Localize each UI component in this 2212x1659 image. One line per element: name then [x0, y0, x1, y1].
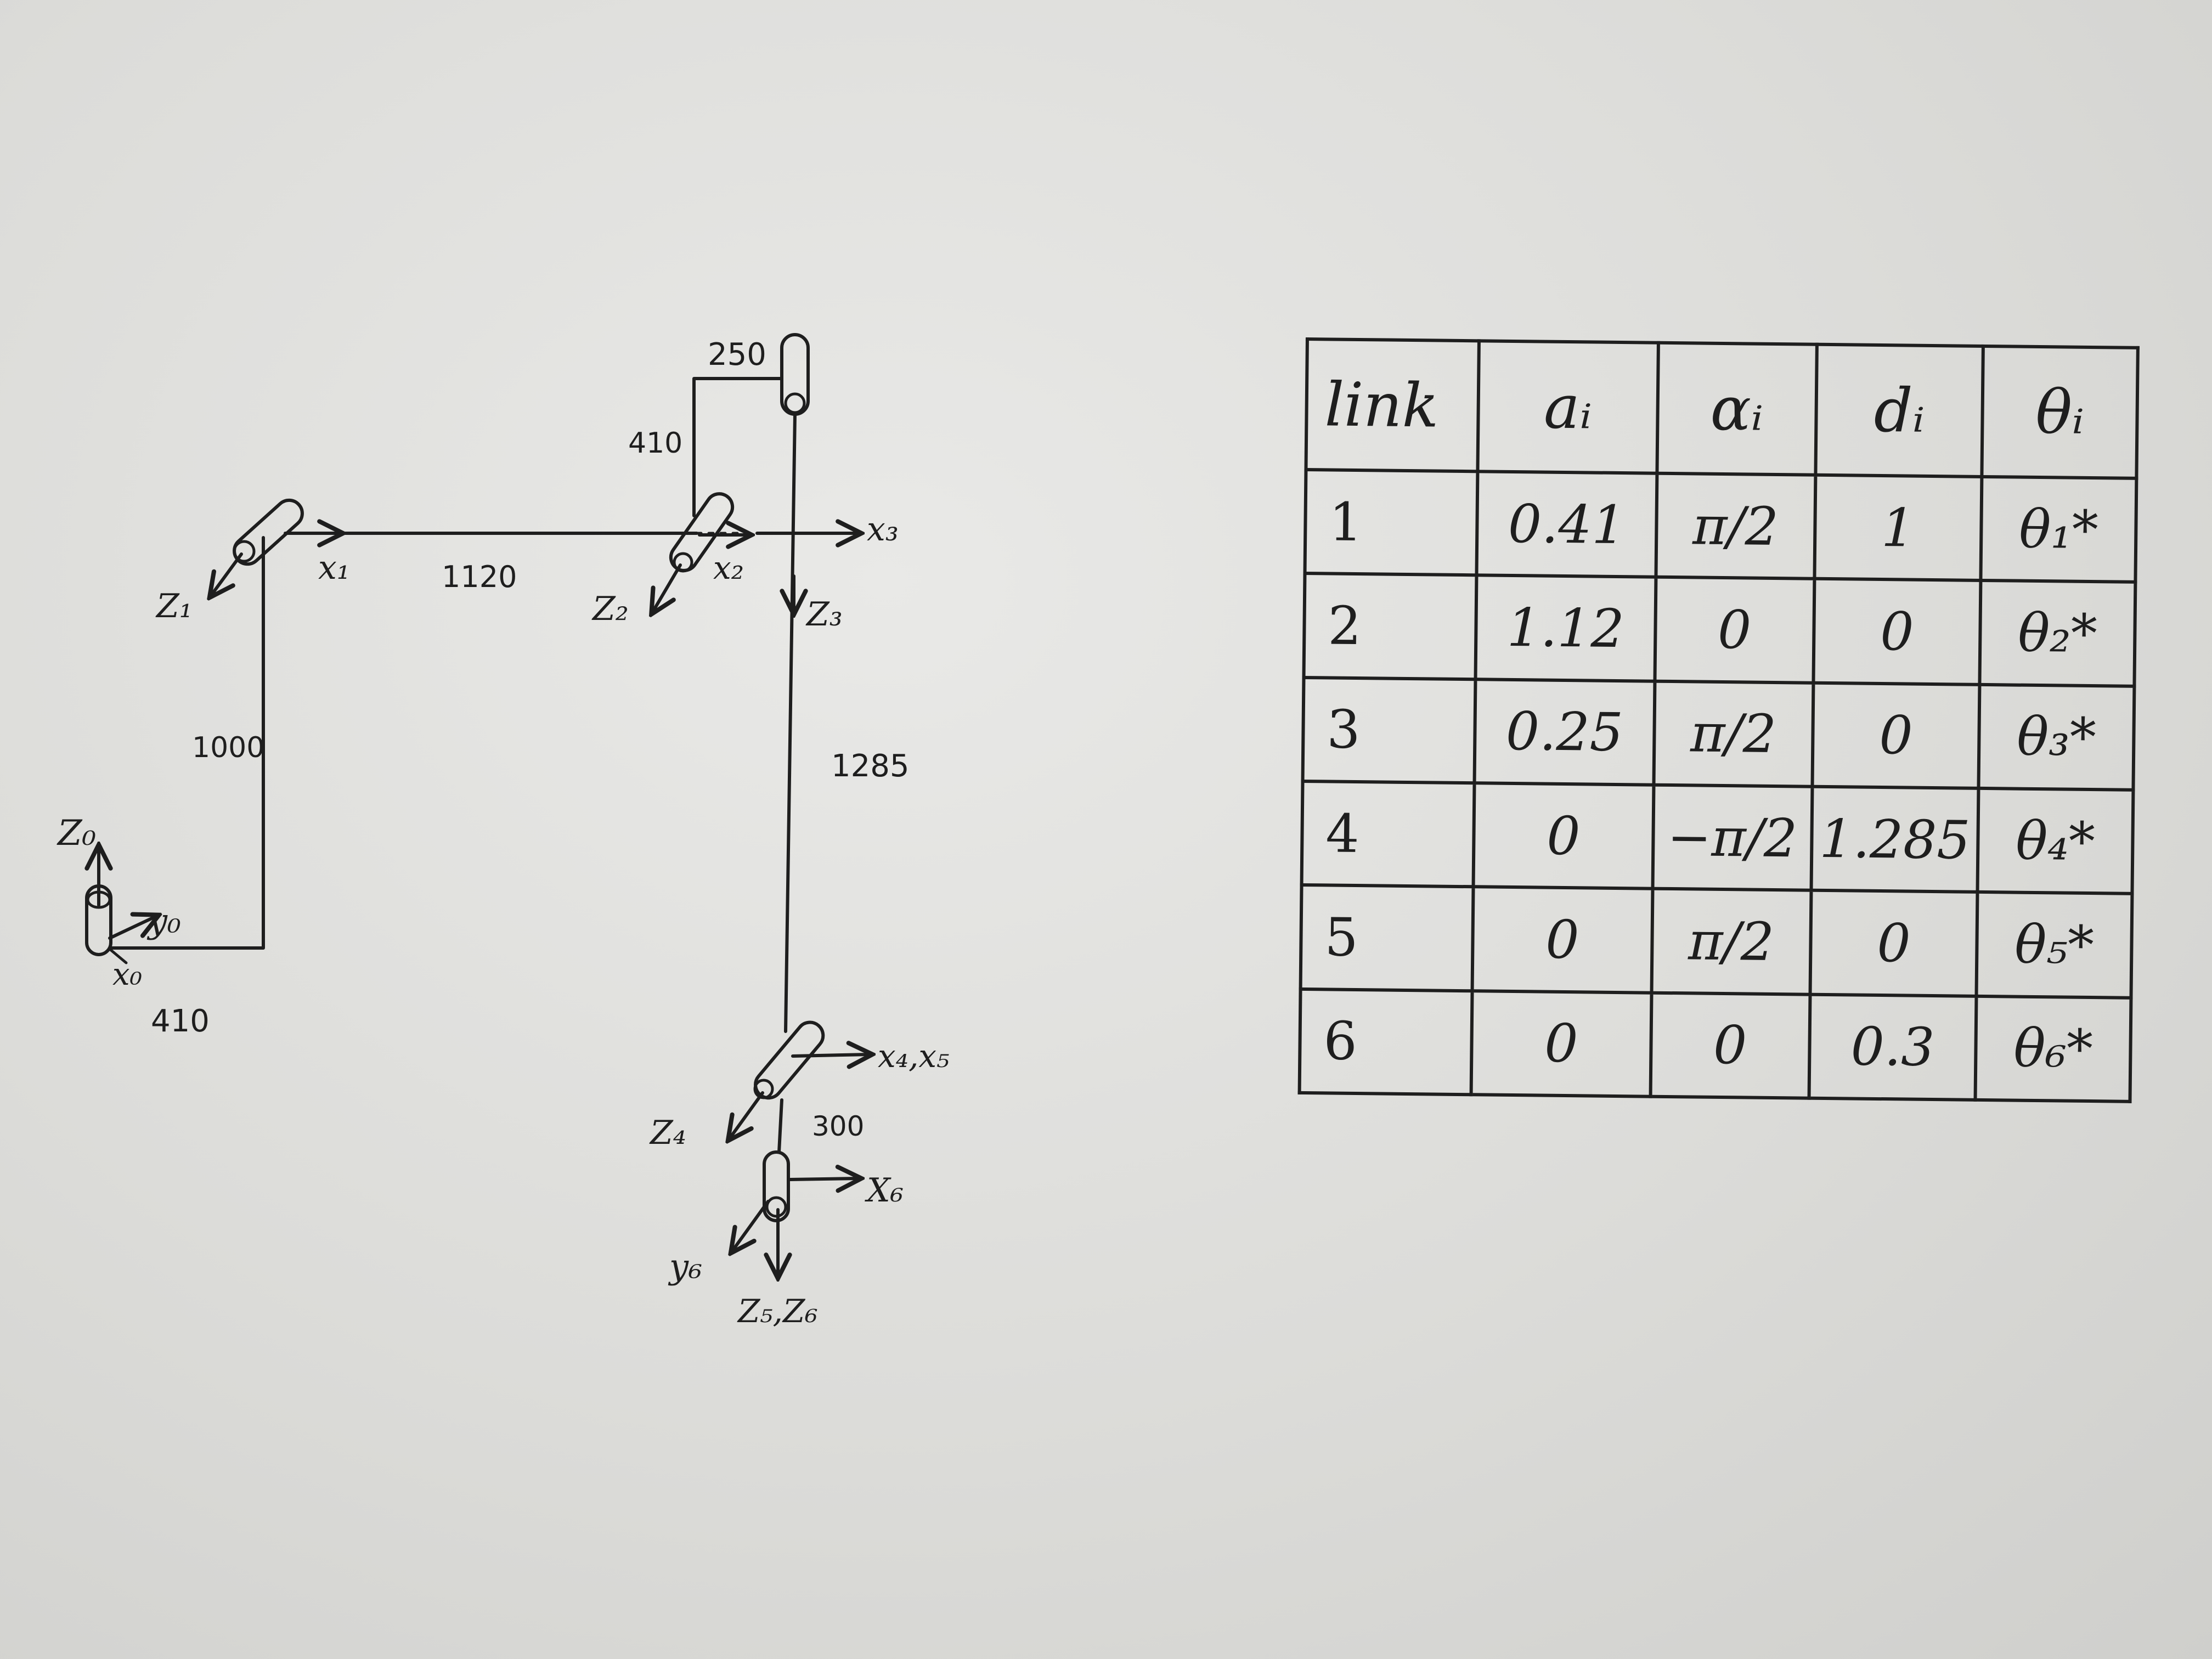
dim-410-base: 410 — [151, 1003, 210, 1039]
z0-label: Z₀ — [57, 813, 96, 854]
cell-alpha: 0 — [1655, 577, 1815, 683]
table-row: 1 0.41 π/2 1 θ₁* — [1305, 470, 2137, 583]
y0-axis — [108, 916, 156, 940]
cell-d: 0 — [1810, 890, 1978, 996]
cell-d: 0.3 — [1809, 994, 1977, 1100]
z2-label: Z₂ — [591, 590, 629, 628]
cell-link: 1 — [1305, 470, 1478, 575]
cell-d: 1 — [1814, 475, 1982, 581]
x1-label: x₁ — [318, 549, 350, 587]
x2-label: x₂ — [713, 549, 744, 586]
x4x5-axis — [791, 1054, 870, 1056]
cell-alpha: −π/2 — [1652, 785, 1813, 891]
header-alpha: αᵢ — [1657, 342, 1817, 475]
cell-link: 5 — [1300, 885, 1474, 991]
y6-label: y₆ — [668, 1246, 702, 1286]
x4x5-label: x₄,x₅ — [878, 1037, 949, 1075]
cell-theta: θ₆* — [1975, 996, 2131, 1102]
z1-axis — [211, 552, 243, 595]
link-forearm: Z₃ 1285 — [786, 413, 910, 1033]
cell-alpha: π/2 — [1656, 473, 1816, 579]
cell-link: 3 — [1302, 677, 1476, 783]
joint-2: Z₂ x₂ x₃ — [591, 492, 899, 628]
cell-link: 2 — [1304, 573, 1477, 679]
dim-1285: 1285 — [831, 748, 910, 784]
cell-theta: θ₃* — [1978, 684, 2135, 790]
z2-axis — [653, 563, 682, 612]
header-theta: θᵢ — [1982, 346, 2138, 478]
z4-label: Z₄ — [649, 1114, 686, 1152]
joint-0-base: Z₀ y₀ x₀ — [57, 813, 181, 992]
dh-parameter-table: link aᵢ αᵢ dᵢ θᵢ 1 0.41 π/2 1 θ₁* 2 1.12… — [1298, 337, 2140, 1103]
cell-alpha: π/2 — [1654, 681, 1814, 787]
table-header-row: link aᵢ αᵢ dᵢ θᵢ — [1306, 339, 2138, 478]
dim-1120: 1120 — [442, 560, 517, 594]
table-row: 2 1.12 0 0 θ₂* — [1304, 573, 2136, 686]
table-row: 3 0.25 π/2 0 θ₃* — [1302, 677, 2135, 790]
dim-1000: 1000 — [192, 731, 264, 764]
x0-axis — [108, 947, 128, 964]
table-row: 5 0 π/2 0 θ₅* — [1300, 885, 2132, 998]
joint-6: X₆ y₆ Z₅,Z₆ — [668, 1098, 904, 1330]
x3-label: x₃ — [867, 510, 899, 549]
link-base: 410 1000 — [108, 536, 265, 1039]
cell-a: 0.25 — [1474, 679, 1655, 785]
cell-a: 0 — [1473, 783, 1654, 889]
cell-d: 0 — [1813, 579, 1981, 685]
dim-250: 250 — [708, 337, 766, 373]
joint-3-offset: 410 250 — [628, 333, 810, 517]
cell-alpha: 0 — [1650, 992, 1810, 1098]
cell-theta: θ₄* — [1977, 788, 2134, 894]
cell-a: 0 — [1472, 887, 1653, 993]
table-row: 6 0 0 0.3 θ₆* — [1299, 989, 2131, 1102]
x6-axis — [788, 1178, 859, 1180]
header-link: link — [1306, 339, 1480, 472]
cell-link: 6 — [1299, 989, 1472, 1095]
z5z6-label: Z₅,Z₆ — [737, 1293, 818, 1330]
header-a: aᵢ — [1477, 341, 1658, 473]
dim-300: 300 — [812, 1110, 864, 1142]
z3-label: Z₃ — [805, 595, 843, 634]
joint-4-5: x₄,x₅ Z₄ 300 — [649, 1020, 949, 1152]
header-d: dᵢ — [1815, 344, 1984, 477]
cell-a: 0.41 — [1476, 471, 1657, 578]
z1-label: Z₁ — [155, 587, 193, 625]
dim-410-upper: 410 — [628, 427, 682, 460]
table-row: 4 0 −π/2 1.285 θ₄* — [1301, 781, 2134, 894]
link-upper-arm: 1120 — [284, 533, 859, 594]
cell-a: 0 — [1471, 990, 1652, 1097]
y6-axis — [732, 1200, 770, 1251]
joint-1: Z₁ x₁ — [155, 498, 350, 625]
cell-theta: θ₁* — [1980, 476, 2137, 583]
x0-label: x₀ — [112, 957, 142, 992]
cell-a: 1.12 — [1475, 575, 1656, 681]
cell-d: 1.285 — [1811, 786, 1979, 893]
cell-theta: θ₂* — [1979, 580, 2136, 686]
cell-link: 4 — [1301, 781, 1475, 887]
y0-label: y₀ — [146, 901, 181, 941]
cell-d: 0 — [1812, 682, 1980, 788]
cell-alpha: π/2 — [1651, 888, 1812, 995]
z4-axis — [730, 1091, 764, 1138]
cell-theta: θ₅* — [1976, 892, 2132, 998]
x6-label: X₆ — [865, 1171, 904, 1210]
